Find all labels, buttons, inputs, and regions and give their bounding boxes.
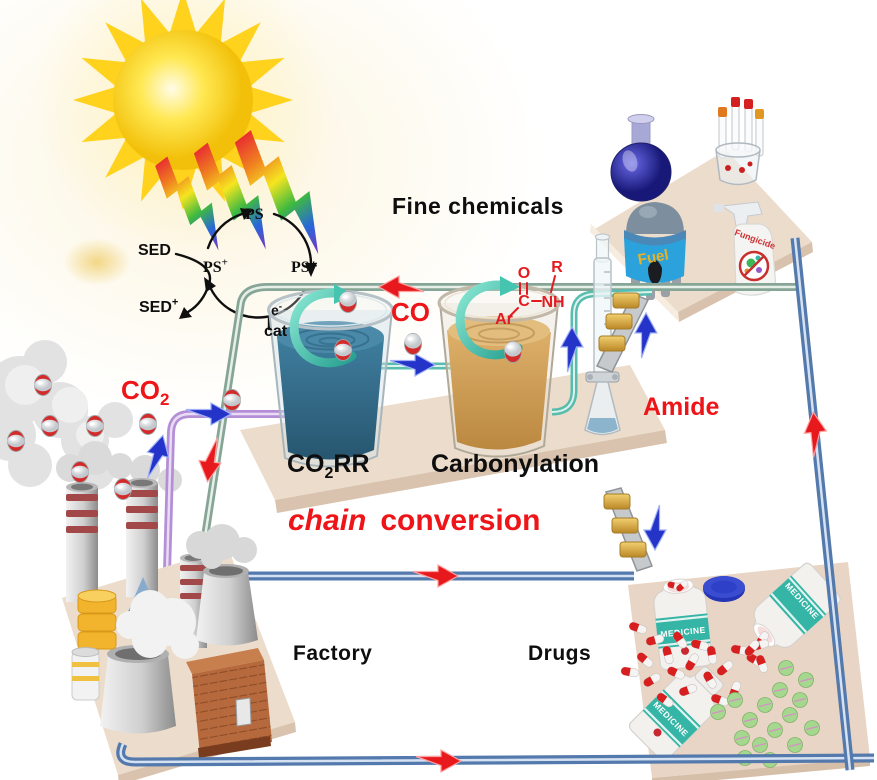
- co2rr-beaker: [267, 284, 394, 468]
- green-return-pipe: [195, 283, 798, 577]
- yellow-barrels: [71, 589, 117, 701]
- ps-plus-label: PS+: [203, 256, 228, 276]
- electron-label: e-: [271, 301, 283, 318]
- sun: [73, 0, 293, 210]
- carbonylation-beaker: [437, 276, 561, 458]
- amide-structure: O R C NH Ar: [495, 259, 564, 328]
- factory-label: Factory: [293, 642, 373, 665]
- medicine-bottle-tilted: MEDICINE: [744, 560, 844, 657]
- ps-star-label: PS*: [291, 259, 318, 276]
- fine-chemicals-label: Fine chemicals: [392, 193, 564, 219]
- co2-subscript: 2: [160, 390, 170, 410]
- co2rr-subscript: 2: [324, 465, 334, 482]
- fungicide-bottle: Fungicide: [714, 201, 777, 296]
- ps-plus-superscript: +: [221, 256, 228, 269]
- smokestacks: [66, 478, 207, 648]
- photocycle-diagram: [174, 208, 317, 331]
- steam-clouds: [116, 524, 257, 659]
- amide-o: O: [518, 265, 530, 282]
- sed-plus-superscript: +: [171, 296, 179, 309]
- amide-r: R: [551, 259, 563, 276]
- amide-c: C: [518, 293, 530, 310]
- medicine-bottle-open: MEDICINE: [651, 578, 714, 672]
- amide-label: Amide: [643, 393, 720, 421]
- co2-feed-pipe: [163, 410, 298, 573]
- ps-label: PS: [245, 206, 264, 223]
- amide-product-pipe: [551, 288, 653, 416]
- carbonylation-label: Carbonylation: [431, 450, 600, 478]
- factory-scene: [62, 478, 296, 780]
- co-label: CO: [391, 297, 430, 327]
- conveyor-down: [603, 487, 653, 572]
- red-arrow-up-icon: [801, 410, 830, 459]
- medicine-label: MEDICINE: [660, 625, 706, 640]
- fuel-label: Fuel: [637, 247, 670, 269]
- blue-round-flask: [610, 114, 672, 202]
- sed-label: SED: [138, 242, 171, 259]
- amide-nh: NH: [541, 294, 564, 311]
- conveyor-up: [595, 292, 650, 373]
- sed-plus-label: SED+: [139, 296, 179, 316]
- blue-arrow-down-icon: [643, 504, 667, 551]
- electron-superscript: -: [278, 301, 283, 313]
- test-tube-beaker: [715, 97, 764, 186]
- fuel-container: Fuel: [624, 202, 686, 300]
- cooling-towers: [100, 564, 258, 734]
- recycle-loop-pipe: [116, 237, 875, 771]
- amide-ar: Ar: [495, 311, 513, 328]
- cat-label: cat: [264, 323, 288, 340]
- blue-pill-cap: [703, 576, 745, 602]
- brick-building: [186, 648, 272, 758]
- co2-label: CO2: [121, 375, 170, 410]
- drugs-label: Drugs: [528, 642, 592, 665]
- co2rr-label: CO2RR: [287, 450, 370, 482]
